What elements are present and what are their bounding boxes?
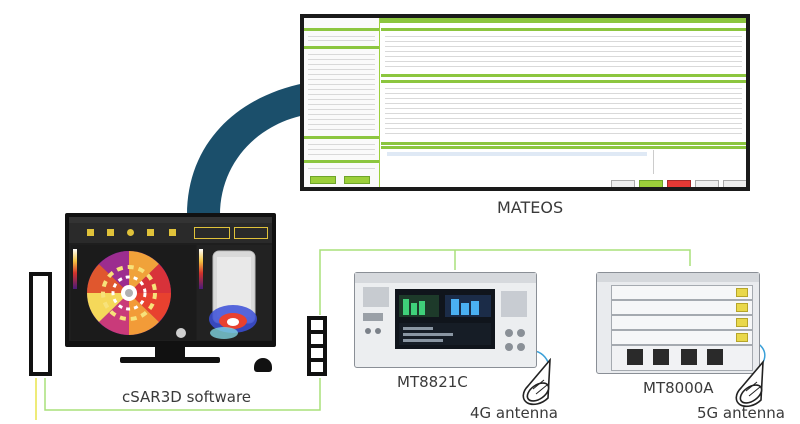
mateos-settings-panel	[304, 18, 380, 187]
grid-icon[interactable]	[147, 229, 154, 236]
left-hardware-box	[29, 272, 52, 376]
mateos-left-button-1[interactable]	[310, 176, 336, 184]
antenna-5g-label: 5G antenna	[697, 404, 785, 422]
mateos-stop-button[interactable]	[667, 180, 691, 187]
mt8000a-label: MT8000A	[643, 379, 714, 397]
csar3d-screen	[69, 217, 272, 341]
mateos-results-panel	[381, 18, 746, 187]
mateos-button-c[interactable]	[695, 180, 719, 187]
antenna-4g-label: 4G antenna	[470, 404, 558, 422]
mateos-button-a[interactable]	[611, 180, 635, 187]
mateos-button-d[interactable]	[723, 180, 746, 187]
csar3d-monitor	[65, 213, 276, 347]
mateos-window	[300, 14, 750, 191]
csar3d-label: cSAR3D software	[122, 388, 252, 406]
mt8821c-display	[395, 289, 495, 349]
mateos-label: MATEOS	[497, 198, 564, 217]
mt8821c-label: MT8821C	[397, 373, 468, 391]
mt8821c-instrument	[354, 272, 537, 368]
play-icon[interactable]	[87, 229, 94, 236]
antenna-5g-icon	[735, 360, 764, 408]
network-hub	[307, 316, 327, 376]
mateos-left-button-2[interactable]	[344, 176, 370, 184]
mateos-title-bar	[304, 18, 746, 23]
dual-display-arch	[187, 83, 305, 215]
mouse-icon	[254, 358, 272, 372]
sar-3d-phone-view	[197, 245, 272, 340]
sar-polar-heatmap	[71, 245, 196, 340]
bottom-line	[44, 378, 321, 411]
mt8000a-instrument	[596, 272, 760, 374]
record-icon[interactable]	[127, 229, 134, 236]
antenna-4g-icon	[522, 358, 551, 406]
monitor-stand	[155, 347, 185, 357]
monitor-base	[120, 357, 220, 363]
stop-icon[interactable]	[107, 229, 114, 236]
mateos-button-b[interactable]	[639, 180, 663, 187]
bus-line	[319, 249, 691, 315]
folder-icon[interactable]	[169, 229, 176, 236]
